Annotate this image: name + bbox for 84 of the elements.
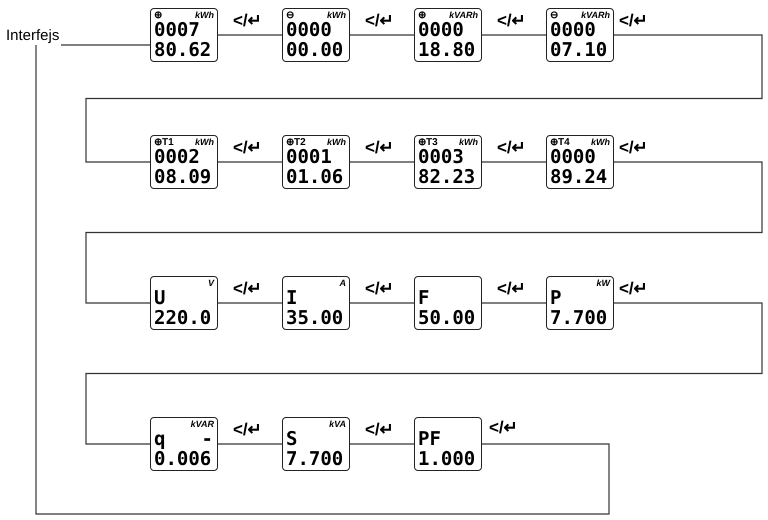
connector-line xyxy=(218,161,282,163)
display-reading: 0000 xyxy=(550,21,596,40)
indicator-symbol: ⊕ xyxy=(154,11,162,21)
indicator-symbol: ⊖ xyxy=(550,11,558,21)
connector-line xyxy=(482,302,546,304)
display-reading: 82.23 xyxy=(418,168,476,187)
unit-label: kVARh xyxy=(449,11,478,20)
connector-line xyxy=(350,302,414,304)
unit-label: A xyxy=(340,279,346,288)
lcd-display xyxy=(282,276,350,330)
display-reading: 0002 xyxy=(154,148,200,167)
connector-line xyxy=(85,34,763,163)
lcd-display xyxy=(414,135,482,189)
unit-label: kW xyxy=(596,279,610,288)
display-reading: 7.700 xyxy=(286,450,344,469)
unit-label: kWh xyxy=(327,11,346,20)
display-reading: I xyxy=(286,289,298,308)
connector-line xyxy=(35,45,610,515)
connector-line xyxy=(350,161,414,163)
display-reading: - xyxy=(202,430,213,449)
display-reading: 35.00 xyxy=(286,309,344,328)
display-reading: 7.700 xyxy=(550,309,608,328)
lcd-display xyxy=(150,417,218,471)
unit-label: kWh xyxy=(195,11,214,20)
lcd-display xyxy=(150,135,218,189)
display-reading: 80.62 xyxy=(154,41,212,60)
lcd-display xyxy=(414,8,482,62)
unit-label: kVAR xyxy=(190,420,214,429)
display-reading: 0000 xyxy=(418,21,464,40)
display-reading: 50.00 xyxy=(418,309,476,328)
indicator-symbol: ⊖ xyxy=(286,11,294,21)
display-reading: 0007 xyxy=(154,21,200,40)
lcd-display xyxy=(150,276,218,330)
unit-label: kVARh xyxy=(581,11,610,20)
display-reading: 01.06 xyxy=(286,168,344,187)
connector-line xyxy=(482,34,546,36)
lcd-display xyxy=(414,417,482,471)
display-reading: q xyxy=(154,430,166,449)
connector-line xyxy=(85,161,763,304)
indicator-symbol: ⊕ xyxy=(418,11,426,21)
display-reading: 18.80 xyxy=(418,41,476,60)
unit-label: kWh xyxy=(195,138,214,147)
indicator-symbol: ⊕T4 xyxy=(550,138,570,148)
lcd-display xyxy=(282,8,350,62)
connector-line xyxy=(85,302,763,445)
lcd-display xyxy=(546,135,614,189)
display-reading: 0000 xyxy=(286,21,332,40)
lcd-display xyxy=(282,135,350,189)
unit-label: kVA xyxy=(329,420,346,429)
indicator-symbol: ⊕T1 xyxy=(154,138,174,148)
connector-line xyxy=(218,443,282,445)
connector-line xyxy=(218,302,282,304)
connector-line xyxy=(61,44,150,46)
connector-line xyxy=(218,34,282,36)
display-reading: 0003 xyxy=(418,148,464,167)
display-reading: 0.006 xyxy=(154,450,212,469)
unit-label: kWh xyxy=(591,138,610,147)
lcd-display xyxy=(150,8,218,62)
lcd-display xyxy=(414,276,482,330)
unit-label: kWh xyxy=(327,138,346,147)
unit-label: V xyxy=(208,279,214,288)
display-reading: 07.10 xyxy=(550,41,608,60)
indicator-symbol: ⊕T3 xyxy=(418,138,438,148)
lcd-display xyxy=(546,276,614,330)
display-reading: F xyxy=(418,289,430,308)
display-reading: 00.00 xyxy=(286,41,344,60)
display-reading: 220.0 xyxy=(154,309,212,328)
display-reading: 0000 xyxy=(550,148,596,167)
display-reading: 0001 xyxy=(286,148,332,167)
connector-line xyxy=(482,161,546,163)
display-reading: 1.000 xyxy=(418,450,476,469)
connector-line xyxy=(350,443,414,445)
connector-line xyxy=(350,34,414,36)
lcd-display xyxy=(282,417,350,471)
display-reading: 89.24 xyxy=(550,168,608,187)
display-reading: U xyxy=(154,289,166,308)
indicator-symbol: ⊕T2 xyxy=(286,138,306,148)
display-reading: S xyxy=(286,430,298,449)
lcd-display xyxy=(546,8,614,62)
interface-label: Interfejs xyxy=(6,28,60,43)
display-reading: P xyxy=(550,289,562,308)
display-reading: PF xyxy=(418,430,441,449)
unit-label: kWh xyxy=(459,138,478,147)
display-reading: 08.09 xyxy=(154,168,212,187)
